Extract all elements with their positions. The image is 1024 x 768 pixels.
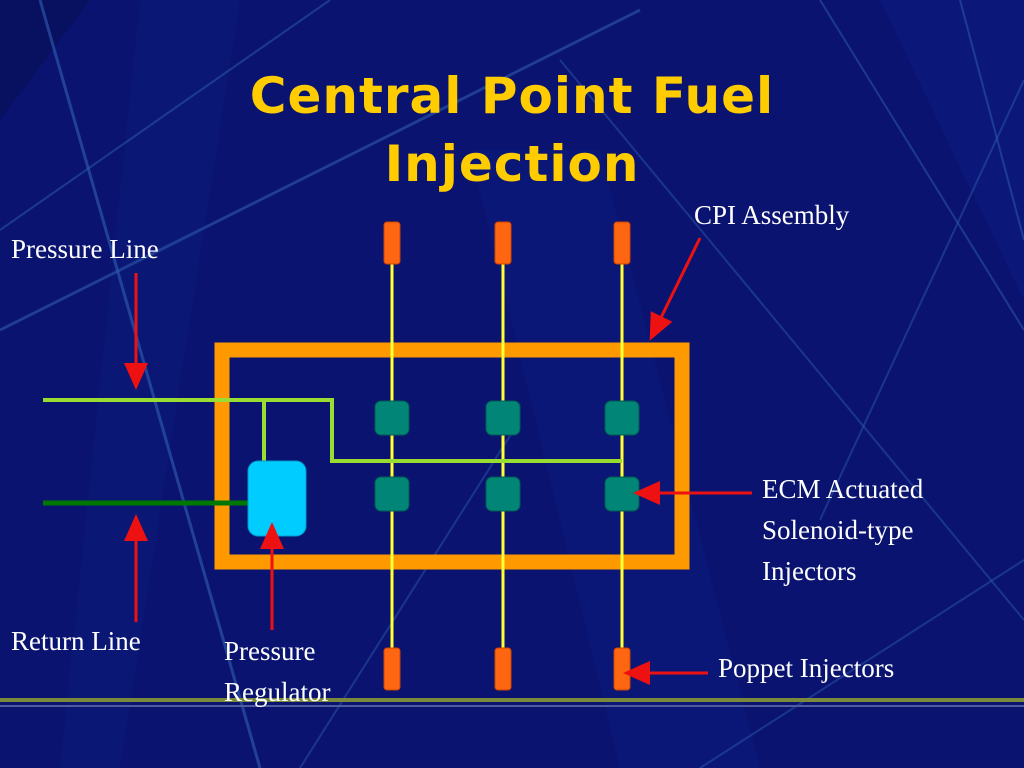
pressure-line-pipe: [43, 398, 622, 463]
poppet-injector-icon: [383, 221, 401, 265]
poppet-injector-icon: [613, 221, 631, 265]
poppet-injector-icon: [494, 221, 512, 265]
ecm-label-line-3: Injectors: [762, 556, 857, 586]
solenoid-injector-icon: [485, 400, 521, 436]
pressure-regulator-label: Pressure Regulator: [224, 631, 330, 713]
poppet-injector-icon: [613, 647, 631, 691]
ecm-label-line-1: ECM Actuated: [762, 474, 924, 504]
solenoid-injector-icon: [604, 476, 640, 512]
poppet-injectors-label: Poppet Injectors: [718, 653, 895, 683]
red-arrow-icon: [649, 237, 702, 341]
solenoid-injector-icon: [604, 400, 640, 436]
pressure-line-label: Pressure Line: [11, 234, 159, 264]
cpi-assembly-frame: [214, 342, 690, 570]
solenoid-injector-icon: [374, 400, 410, 436]
title-line-2: Injection: [384, 135, 640, 193]
pressure-regulator-icon: [247, 460, 307, 537]
cpi-assembly-label: CPI Assembly: [694, 200, 850, 230]
ecm-injectors-label: ECM Actuated Solenoid-type Injectors: [762, 469, 923, 592]
pressure-regulator-label-line-2: Regulator: [224, 677, 331, 707]
poppet-injector-icon: [383, 647, 401, 691]
slide-title: Central Point Fuel Injection: [112, 62, 912, 198]
ecm-label-line-2: Solenoid-type: [762, 515, 914, 545]
title-line-1: Central Point Fuel: [249, 67, 775, 125]
pressure-regulator-label-line-1: Pressure: [224, 636, 316, 666]
poppet-injector-icon: [494, 647, 512, 691]
solenoid-injector-icon: [374, 476, 410, 512]
return-line-label: Return Line: [11, 626, 141, 656]
solenoid-injector-icon: [485, 476, 521, 512]
